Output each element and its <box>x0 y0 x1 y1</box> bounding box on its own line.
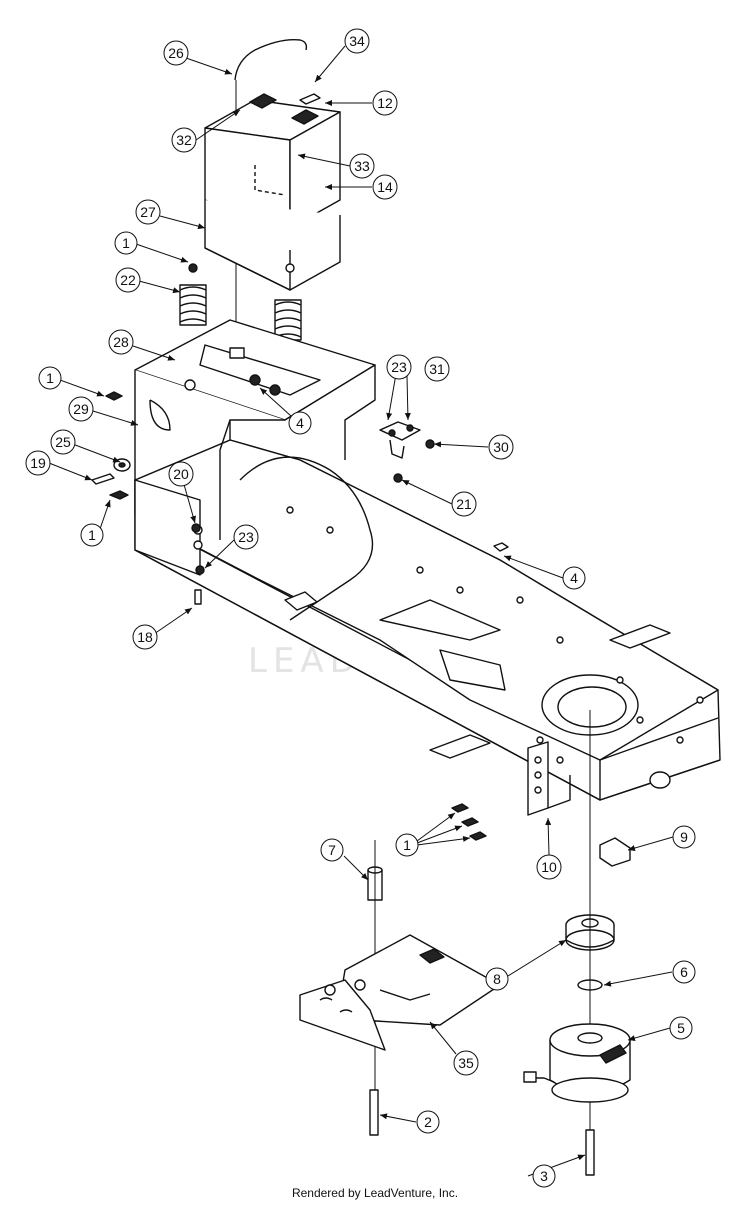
callout-10: 10 <box>536 854 562 880</box>
svg-text:30: 30 <box>493 439 509 455</box>
svg-text:12: 12 <box>377 95 393 111</box>
callout-6: 6 <box>672 960 696 984</box>
svg-text:35: 35 <box>458 1055 474 1071</box>
svg-text:4: 4 <box>570 570 578 586</box>
spring-right <box>274 299 302 341</box>
callout-35: 35 <box>453 1050 479 1076</box>
svg-text:33: 33 <box>354 158 370 174</box>
battery-tray <box>204 200 341 291</box>
svg-text:20: 20 <box>173 466 189 482</box>
svg-text:1: 1 <box>403 837 411 853</box>
svg-text:8: 8 <box>493 971 501 987</box>
callout-14: 14 <box>372 174 398 200</box>
parts-drawing <box>91 39 721 1176</box>
svg-text:2: 2 <box>424 1114 432 1130</box>
svg-text:6: 6 <box>680 964 688 980</box>
hardware <box>91 391 509 841</box>
callout-18: 18 <box>132 624 158 650</box>
svg-text:28: 28 <box>113 334 129 350</box>
callout-8: 8 <box>485 967 509 991</box>
callout-1d: 1 <box>395 833 419 857</box>
callout-20: 20 <box>168 461 194 487</box>
svg-text:5: 5 <box>677 1020 685 1036</box>
callout-23b: 23 <box>233 524 259 550</box>
svg-text:22: 22 <box>120 272 136 288</box>
hold-down-wire <box>234 39 308 81</box>
svg-text:3: 3 <box>540 1168 548 1184</box>
callout-12: 12 <box>372 90 398 116</box>
callout-34: 34 <box>344 28 370 54</box>
svg-text:14: 14 <box>377 179 393 195</box>
svg-text:34: 34 <box>349 33 365 49</box>
callout-32: 32 <box>171 127 197 153</box>
bolt-2 <box>369 1089 379 1136</box>
callout-19: 19 <box>25 450 51 476</box>
footer-credit: Rendered by LeadVenture, Inc. <box>291 1186 459 1200</box>
callout-22: 22 <box>115 267 141 293</box>
svg-text:7: 7 <box>328 842 336 858</box>
callout-2: 2 <box>416 1110 440 1134</box>
svg-text:9: 9 <box>680 829 688 845</box>
ignition-switch <box>379 421 421 459</box>
callout-31: 31 <box>424 356 450 382</box>
main-frame <box>134 439 721 801</box>
svg-text:27: 27 <box>140 204 156 220</box>
callout-1a: 1 <box>114 231 138 255</box>
front-frame <box>134 319 376 540</box>
callout-4b: 4 <box>562 566 586 590</box>
svg-text:1: 1 <box>88 527 96 543</box>
svg-text:23: 23 <box>238 529 254 545</box>
side-panel <box>134 479 203 576</box>
idler-bracket <box>299 934 501 1051</box>
callout-3: 3 <box>532 1164 556 1188</box>
callout-bubbles: 26 34 12 32 33 14 27 1 22 28 23 31 1 29 … <box>25 28 696 1188</box>
svg-text:1: 1 <box>46 370 54 386</box>
svg-text:26: 26 <box>168 45 184 61</box>
callout-26: 26 <box>163 40 189 66</box>
svg-text:25: 25 <box>55 434 71 450</box>
svg-text:18: 18 <box>137 629 153 645</box>
callout-29: 29 <box>68 396 94 422</box>
callout-30: 30 <box>488 434 514 460</box>
svg-text:10: 10 <box>541 859 557 875</box>
svg-text:23: 23 <box>391 359 407 375</box>
callout-23a: 23 <box>386 354 412 380</box>
svg-text:1: 1 <box>122 235 130 251</box>
electric-clutch <box>523 1023 631 1103</box>
bracket-10 <box>527 741 571 816</box>
callout-27: 27 <box>135 199 161 225</box>
svg-text:32: 32 <box>176 132 192 148</box>
callout-21: 21 <box>451 491 477 517</box>
bracket-9 <box>599 837 631 867</box>
callout-25: 25 <box>50 429 76 455</box>
bolt-3 <box>585 1129 595 1176</box>
callout-1c: 1 <box>80 523 104 547</box>
svg-text:4: 4 <box>296 415 304 431</box>
callout-7: 7 <box>320 838 344 862</box>
callout-1b: 1 <box>38 366 62 390</box>
callout-33: 33 <box>349 153 375 179</box>
callout-leaders <box>48 45 674 1177</box>
callout-9: 9 <box>672 825 696 849</box>
svg-text:29: 29 <box>73 401 89 417</box>
callout-28: 28 <box>108 329 134 355</box>
svg-text:19: 19 <box>30 455 46 471</box>
svg-text:21: 21 <box>456 496 472 512</box>
callout-5: 5 <box>669 1016 693 1040</box>
spring-left <box>179 263 207 326</box>
svg-text:31: 31 <box>429 361 445 377</box>
callout-4a: 4 <box>288 411 312 435</box>
